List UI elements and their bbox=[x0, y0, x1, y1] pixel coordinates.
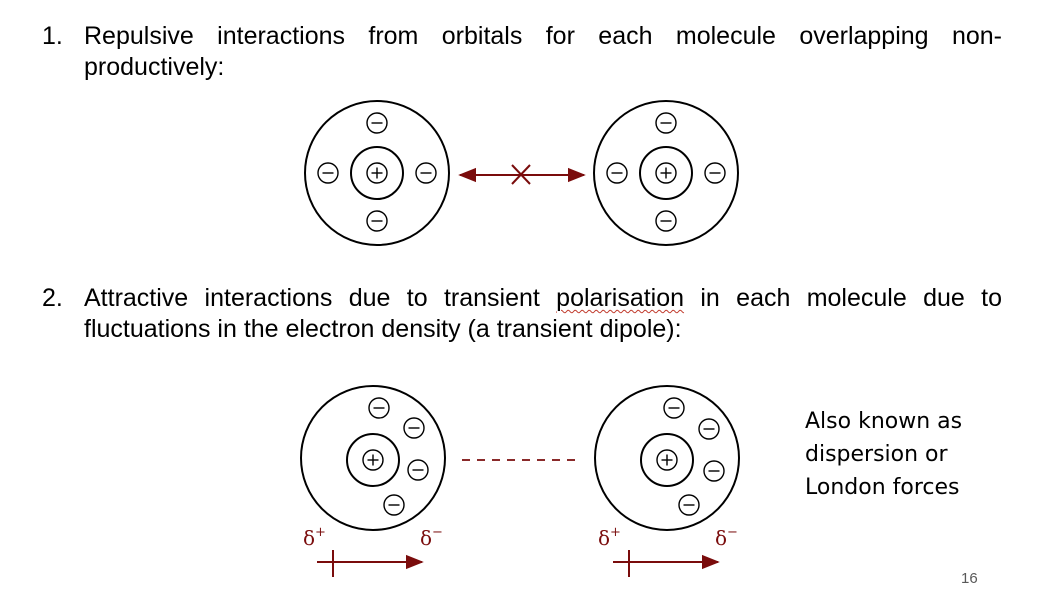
electron-minus-icon bbox=[366, 112, 388, 134]
side-note-line: dispersion or bbox=[805, 442, 948, 467]
nucleus-plus-icon bbox=[366, 162, 388, 184]
electron-minus-icon bbox=[403, 417, 425, 439]
electron-minus-icon bbox=[704, 162, 726, 184]
item-number: 1. bbox=[42, 22, 63, 50]
delta-positive-label: δ+ bbox=[598, 525, 621, 550]
nucleus-plus-icon bbox=[656, 449, 678, 471]
electron-minus-icon bbox=[415, 162, 437, 184]
nucleus-plus-icon bbox=[362, 449, 384, 471]
electron-minus-icon bbox=[366, 210, 388, 232]
side-note: Also known as dispersion or London force… bbox=[805, 405, 962, 504]
electron-minus-icon bbox=[703, 460, 725, 482]
electron-minus-icon bbox=[678, 494, 700, 516]
delta-negative-label: δ− bbox=[715, 525, 738, 550]
molecule-symmetric-left bbox=[304, 100, 450, 246]
crossed-double-arrow bbox=[458, 164, 586, 185]
electron-minus-icon bbox=[383, 494, 405, 516]
electron-minus-icon bbox=[317, 162, 339, 184]
item-number: 2. bbox=[42, 284, 63, 312]
item-text-line: fluctuations in the electron density (a … bbox=[84, 315, 682, 343]
molecule-symmetric-right bbox=[593, 100, 739, 246]
side-note-line: London forces bbox=[805, 475, 960, 500]
delta-negative-label: δ− bbox=[420, 525, 443, 550]
item-text-line: productively: bbox=[84, 53, 225, 81]
electron-minus-icon bbox=[407, 459, 429, 481]
spellcheck-word[interactable]: polarisation bbox=[556, 284, 685, 312]
electron-minus-icon bbox=[663, 397, 685, 419]
delta-positive-label: δ+ bbox=[303, 525, 326, 550]
dipole-arrow-right bbox=[613, 550, 720, 577]
side-note-line: Also known as bbox=[805, 409, 963, 434]
electron-minus-icon bbox=[655, 210, 677, 232]
electron-minus-icon bbox=[368, 397, 390, 419]
item-text-line: Attractive interactions due to transient… bbox=[84, 284, 1002, 312]
item-text-line: Repulsive interactions from orbitals for… bbox=[84, 22, 1002, 50]
dipole-arrow-left bbox=[317, 550, 424, 577]
electron-minus-icon bbox=[698, 418, 720, 440]
nucleus-plus-icon bbox=[655, 162, 677, 184]
electron-minus-icon bbox=[606, 162, 628, 184]
page-number: 16 bbox=[961, 570, 978, 587]
electron-minus-icon bbox=[655, 112, 677, 134]
molecule-polarised-right bbox=[594, 385, 740, 531]
molecule-polarised-left bbox=[300, 385, 446, 531]
